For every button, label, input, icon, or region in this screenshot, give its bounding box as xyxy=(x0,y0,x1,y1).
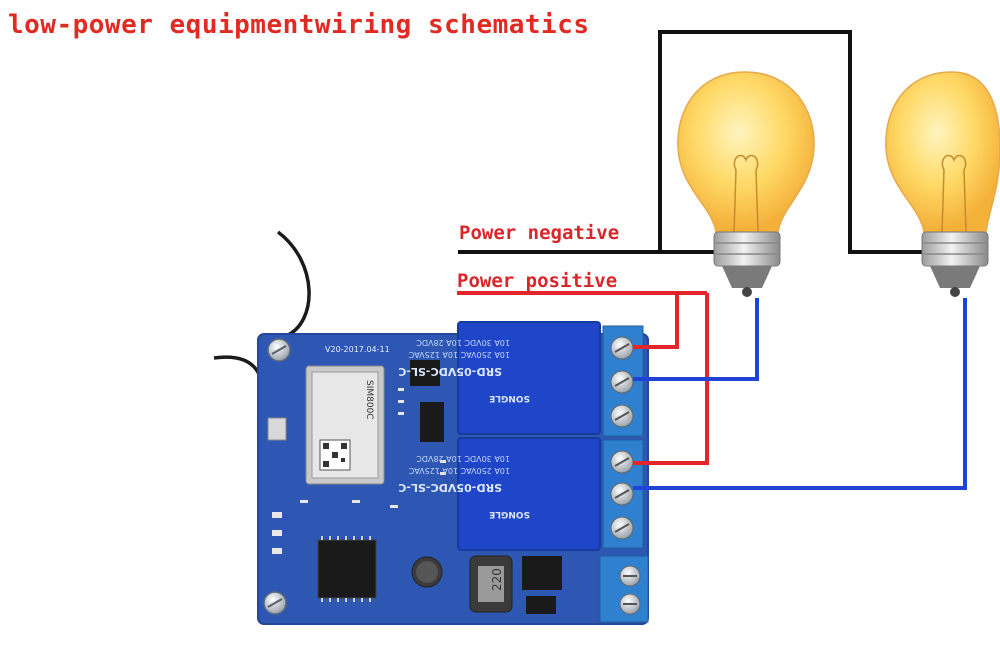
relay-1: SRD-05VDC-SL-C 10A 250VAC 10A 125VAC 10A… xyxy=(398,321,601,435)
electrolytic-capacitor xyxy=(411,556,443,588)
gsm-relay-board: V20-2017.04-11 SIM800C xyxy=(257,321,649,625)
light-bulb-1 xyxy=(677,71,815,297)
relay-terminal-block-2 xyxy=(602,439,644,549)
relay-2-brand: SONGLE xyxy=(489,509,530,519)
relay-2-rating-a: 10A 250VAC 10A 125VAC xyxy=(408,466,510,475)
relay-1-rating-a: 10A 250VAC 10A 125VAC xyxy=(408,350,510,359)
relay-2-model: SRD-05VDC-SL-C xyxy=(398,481,502,494)
mcu-chip xyxy=(317,536,377,602)
diagram-title: low-power equipmentwiring schematics xyxy=(8,10,590,40)
power-inductor: 220 xyxy=(469,555,513,613)
inductor-label: 220 xyxy=(490,568,504,591)
sim800c-module: SIM800C xyxy=(305,365,385,485)
board-version-text: V20-2017.04-11 xyxy=(325,345,390,354)
relay-1-model: SRD-05VDC-SL-C xyxy=(398,365,502,378)
power-input-terminal xyxy=(599,555,649,623)
lamp-wire xyxy=(633,298,967,490)
positive-wire xyxy=(457,291,709,465)
power-negative-label: Power negative xyxy=(459,222,620,244)
relay-1-brand: SONGLE xyxy=(489,393,530,403)
relay-2: SRD-05VDC-SL-C 10A 250VAC 10A 125VAC 10A… xyxy=(398,437,601,551)
module-chip-label: SIM800C xyxy=(364,380,374,420)
relay-1-rating-b: 10A 30VDC 10A 28VDC xyxy=(416,338,510,347)
negative-wire xyxy=(458,30,938,254)
power-positive-label: Power positive xyxy=(457,270,618,292)
relay-2-rating-b: 10A 30VDC 10A 28VDC xyxy=(416,454,510,463)
light-bulb-2 xyxy=(885,71,1000,297)
